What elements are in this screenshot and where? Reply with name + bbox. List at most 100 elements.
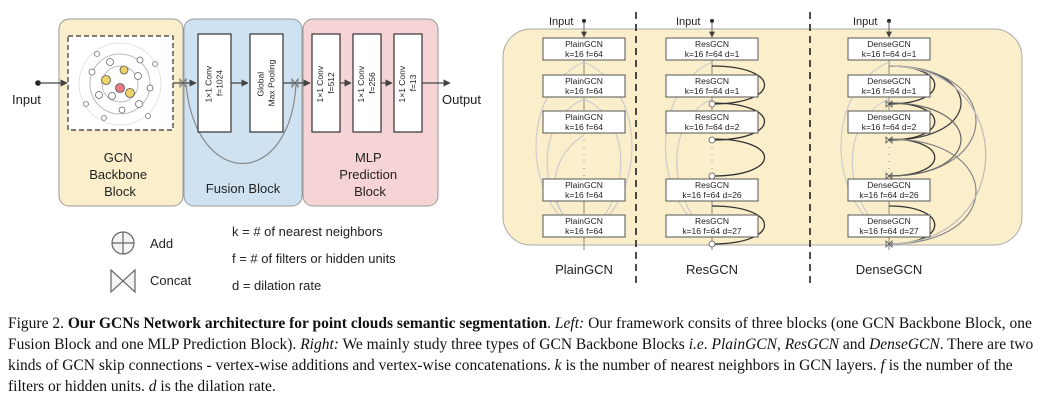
gcn-layer-name: PlainGCN xyxy=(565,180,603,190)
residual-arc xyxy=(711,205,766,245)
add-icon xyxy=(111,231,135,255)
mlp-title-line: Prediction xyxy=(339,167,397,182)
gcn-layer-box xyxy=(847,110,931,134)
column-input-label: Input xyxy=(853,16,877,28)
gcn-layer-name: PlainGCN xyxy=(565,76,603,86)
legend: Add Concat k = # of nearest neighbors f … xyxy=(110,224,396,294)
gcn-layer-box xyxy=(542,74,626,98)
gcn-layer-name: ResGCN xyxy=(695,39,729,49)
caption-densegcn: DenseGCN xyxy=(869,336,940,353)
concat-icon xyxy=(110,268,136,294)
column-name: ResGCN xyxy=(686,262,738,277)
backbone-title-line: Block xyxy=(104,184,136,199)
caption-left-label: Left: xyxy=(554,315,585,332)
caption-text: is the dilation rate. xyxy=(156,378,276,395)
architecture-figure: Input GCN Backbone Block 1×1 Conv f=1024… xyxy=(12,12,1023,294)
gcn-layer-box xyxy=(542,214,626,238)
right-backbones: Input PlainGCN k=16 f=64 PlainGCN k=16 f… xyxy=(502,12,1023,285)
gcn-layer-box xyxy=(542,37,626,61)
caption-text: is the number of the filters or hidden u… xyxy=(8,357,1013,395)
backbone-title-line: GCN xyxy=(104,150,133,165)
gcn-layer-params: k=16 f=64 d=1 xyxy=(862,49,917,59)
gcn-layer-box xyxy=(847,37,931,61)
mlp-layer-text: 1×1 Conv f=256 xyxy=(356,64,377,103)
caption-text: . There are two kinds of GCN skip connec… xyxy=(8,336,1034,374)
gcn-layer-params: k=16 f=64 d=1 xyxy=(685,86,740,96)
dense-arc xyxy=(888,65,987,245)
gcn-layer-box xyxy=(665,74,759,98)
input-label: Input xyxy=(12,92,41,107)
caption-text: . xyxy=(703,336,712,353)
mlp-layer-box xyxy=(311,33,341,133)
residual-arc xyxy=(711,102,766,141)
caption-symbol-d: d xyxy=(148,378,157,395)
gcn-layer-name: ResGCN xyxy=(695,180,729,190)
max-pooling-text: Global Max Pooling xyxy=(256,59,277,106)
gcn-layer-name: DenseGCN xyxy=(867,216,910,226)
mlp-title-line: MLP xyxy=(355,150,382,165)
max-pooling-line: Global xyxy=(256,72,266,97)
mlp-layer-line: f=13 xyxy=(408,74,418,91)
column-name: PlainGCN xyxy=(555,262,613,277)
mlp-layer-box xyxy=(393,33,423,133)
dense-arc xyxy=(888,138,977,245)
mlp-title-line: Block xyxy=(354,184,386,199)
fusion-conv-line: 1×1 Conv xyxy=(204,65,214,102)
gcn-layer-box xyxy=(542,110,626,134)
gcn-layer-params: k=16 f=64 d=27 xyxy=(682,226,742,236)
mlp-layer-line: f=512 xyxy=(326,72,336,94)
gcn-layer-box xyxy=(847,178,931,202)
gcn-layer-name: ResGCN xyxy=(695,216,729,226)
gcn-layer-params: k=16 f=64 xyxy=(565,122,603,132)
legend-definition: k = # of nearest neighbors xyxy=(232,224,383,239)
mlp-layer-text: 1×1 Conv f=13 xyxy=(397,64,418,103)
caption-figure-label: Figure 2. xyxy=(8,315,64,332)
backbone-title-line: Backbone xyxy=(89,167,147,182)
gcn-layer-box xyxy=(847,74,931,98)
caption-plaingcn: PlainGCN xyxy=(711,336,777,353)
dense-arc xyxy=(888,102,962,177)
legend-add-label: Add xyxy=(150,236,173,251)
caption-symbol-k: k xyxy=(554,357,562,374)
gcn-layer-params: k=16 f=64 xyxy=(565,49,603,59)
legend-concat-label: Concat xyxy=(150,273,192,288)
column-input-label: Input xyxy=(549,16,573,28)
fusion-conv-box xyxy=(197,33,232,133)
add-marker xyxy=(708,100,716,248)
point-cloud-box xyxy=(67,35,174,131)
caption-text: We mainly study three types of GCN Backb… xyxy=(338,336,689,353)
gcn-layer-name: DenseGCN xyxy=(867,39,910,49)
fusion-conv-text: 1×1 Conv f=1024 xyxy=(204,64,225,103)
caption-right-label: Right: xyxy=(300,336,339,353)
caption-text: Our framework consits of three blocks (o… xyxy=(8,315,1032,353)
caption-text: , xyxy=(776,336,785,353)
caption-title: Our GCNs Network architecture for point … xyxy=(67,315,548,332)
mlp-layer-line: f=256 xyxy=(367,72,377,94)
gcn-layer-name: DenseGCN xyxy=(867,180,910,190)
caption-text: and xyxy=(838,336,870,353)
gcn-layer-params: k=16 f=64 d=2 xyxy=(685,122,740,132)
gcn-layer-params: k=16 f=64 xyxy=(565,190,603,200)
resgcn-column: Input ResGCN k=16 f=64 d=1 ResGCN k=16 f… xyxy=(664,16,766,277)
gcn-layer-box xyxy=(542,178,626,202)
gcn-layer-name: PlainGCN xyxy=(565,39,603,49)
fusion-conv-line: f=1024 xyxy=(215,70,225,97)
mlp-layer-line: 1×1 Conv xyxy=(356,65,366,102)
column-name: DenseGCN xyxy=(856,262,922,277)
mlp-layer-box xyxy=(352,33,382,133)
legend-definition: f = # of filters or hidden units xyxy=(232,251,396,266)
gcn-layer-params: k=16 f=64 d=1 xyxy=(685,49,740,59)
left-framework: Input GCN Backbone Block 1×1 Conv f=1024… xyxy=(12,18,481,207)
densegcn-column: Input DenseGCN k=16 f=64 d=1 xyxy=(840,16,987,277)
legend-definition: d = dilation rate xyxy=(232,278,321,293)
mlp-layer-line: 1×1 Conv xyxy=(315,65,325,102)
mlp-layer-line: 1×1 Conv xyxy=(397,65,407,102)
output-label: Output xyxy=(442,92,481,107)
gcn-layer-name: PlainGCN xyxy=(565,112,603,122)
point-cloud-graphic xyxy=(78,42,162,126)
residual-arc xyxy=(711,138,766,177)
gcn-layer-params: k=16 f=64 d=26 xyxy=(859,190,919,200)
gcn-layer-box xyxy=(665,110,759,134)
max-pooling-line: Max Pooling xyxy=(267,59,277,106)
gcn-layer-name: ResGCN xyxy=(695,76,729,86)
